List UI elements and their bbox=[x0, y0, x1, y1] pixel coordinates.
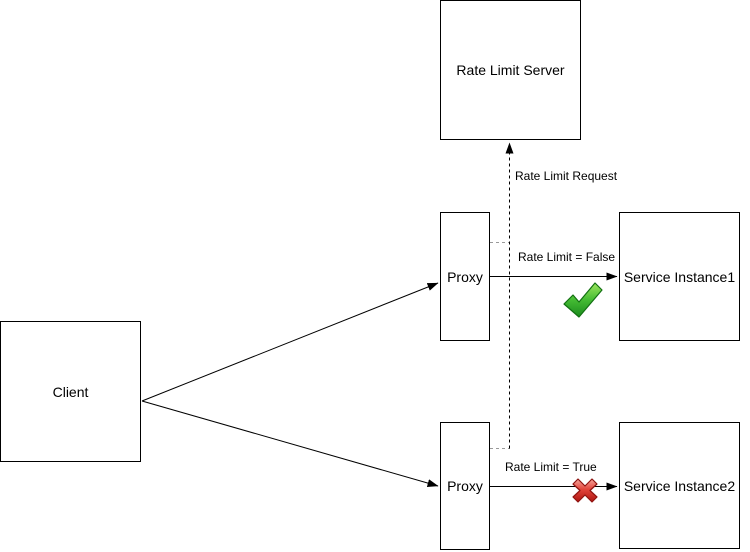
service-instance-2-node: Service Instance2 bbox=[619, 422, 740, 549]
proxy-bottom-label: Proxy bbox=[447, 478, 483, 494]
client-label: Client bbox=[52, 383, 89, 400]
client-node: Client bbox=[0, 321, 141, 462]
rate-limit-server-node: Rate Limit Server bbox=[440, 0, 581, 140]
service-instance-1-node: Service Instance1 bbox=[619, 212, 740, 341]
proxy-bottom-node: Proxy bbox=[440, 422, 490, 550]
edge-client-to-proxy-top bbox=[141, 282, 439, 402]
proxy-top-label: Proxy bbox=[447, 268, 483, 285]
service-instance-2-label: Service Instance2 bbox=[623, 477, 736, 494]
service-instance-1-label: Service Instance1 bbox=[623, 268, 736, 285]
proxy-top-node: Proxy bbox=[440, 212, 490, 341]
rate-limit-true-label: Rate Limit = True bbox=[504, 460, 598, 474]
edge-client-to-proxy-bottom bbox=[141, 400, 439, 487]
rate-limit-server-label: Rate Limit Server bbox=[456, 62, 565, 78]
green-check-icon bbox=[563, 282, 603, 318]
rate-limit-request-label: Rate Limit Request bbox=[514, 169, 619, 183]
red-cross-icon bbox=[572, 478, 598, 503]
rate-limit-false-label: Rate Limit = False bbox=[517, 250, 617, 264]
